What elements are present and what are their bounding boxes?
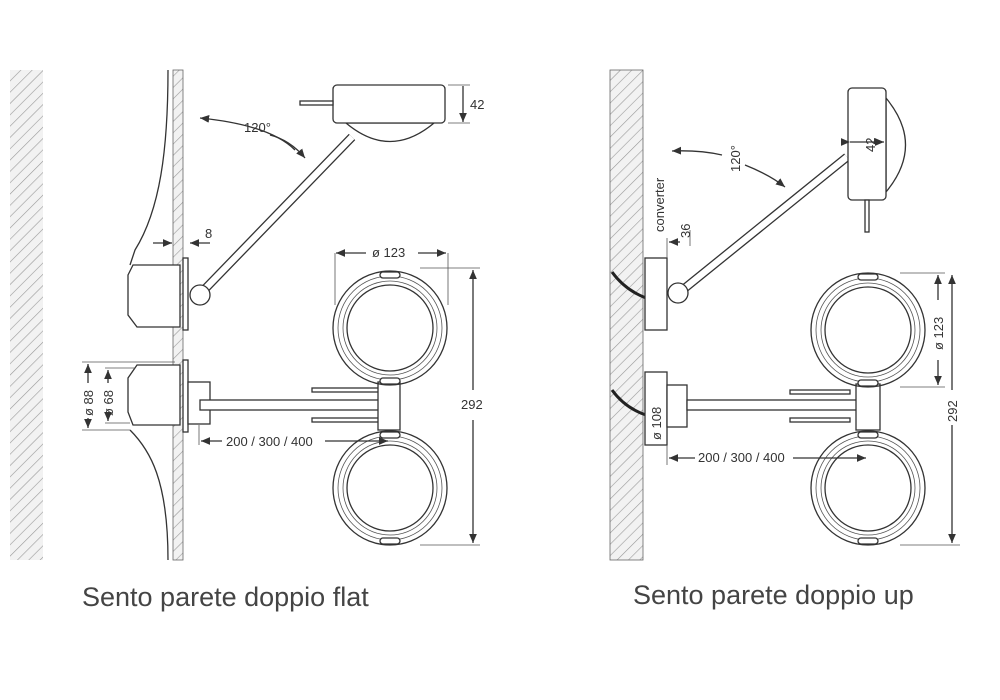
dim-total-height: 292: [461, 397, 483, 412]
wall-plate: [182, 257, 189, 331]
dim-outer-diameter: ø 88: [81, 390, 96, 416]
dim-inner-diameter: ø 68: [101, 390, 116, 416]
lamp-head: [332, 84, 446, 124]
arm-bar: [686, 399, 863, 411]
mount-housing: [127, 364, 181, 426]
cable: [129, 69, 169, 266]
caption-right: Sento parete doppio up: [633, 580, 914, 610]
wall-section: [10, 70, 43, 560]
dim-plate-depth: 8: [205, 226, 212, 241]
cable: [129, 429, 169, 561]
converter-label: converter: [652, 177, 667, 232]
dim-arm-lengths: 200 / 300 / 400: [698, 450, 785, 465]
caption-left: Sento parete doppio flat: [82, 582, 369, 612]
converter-box: [644, 257, 668, 331]
arm-bar: [199, 399, 386, 411]
joint-ball: [667, 282, 689, 304]
dim-ring-diameter: ø 123: [931, 317, 946, 350]
dim-total-height: 292: [945, 400, 960, 422]
ring-top: [810, 272, 926, 388]
arm: [677, 154, 850, 295]
right-drawing: 42 120° converter 36 ø 108 ø 123 292 200…: [609, 69, 960, 610]
dim-converter-depth: 36: [678, 224, 693, 238]
ring-bottom: [332, 430, 448, 546]
lens: [885, 96, 906, 194]
angle-label: 120°: [728, 145, 743, 172]
mount-housing: [127, 264, 181, 328]
left-drawing: 42 120° 8 ø 123 292 ø 88 ø 68 200 / 300 …: [10, 69, 484, 612]
dim-head-height: 42: [863, 138, 878, 152]
ring-top: [332, 270, 448, 386]
joint-ball: [189, 284, 211, 306]
arm: [199, 134, 355, 295]
dim-arm-lengths: 200 / 300 / 400: [226, 434, 313, 449]
lens: [344, 122, 436, 142]
dim-base-diameter: ø 108: [649, 407, 664, 440]
dim-ring-diameter: ø 123: [372, 245, 405, 260]
dim-head-height: 42: [470, 97, 484, 112]
ring-bottom: [810, 430, 926, 546]
wall-section: [609, 69, 644, 561]
angle-label: 120°: [244, 120, 271, 135]
